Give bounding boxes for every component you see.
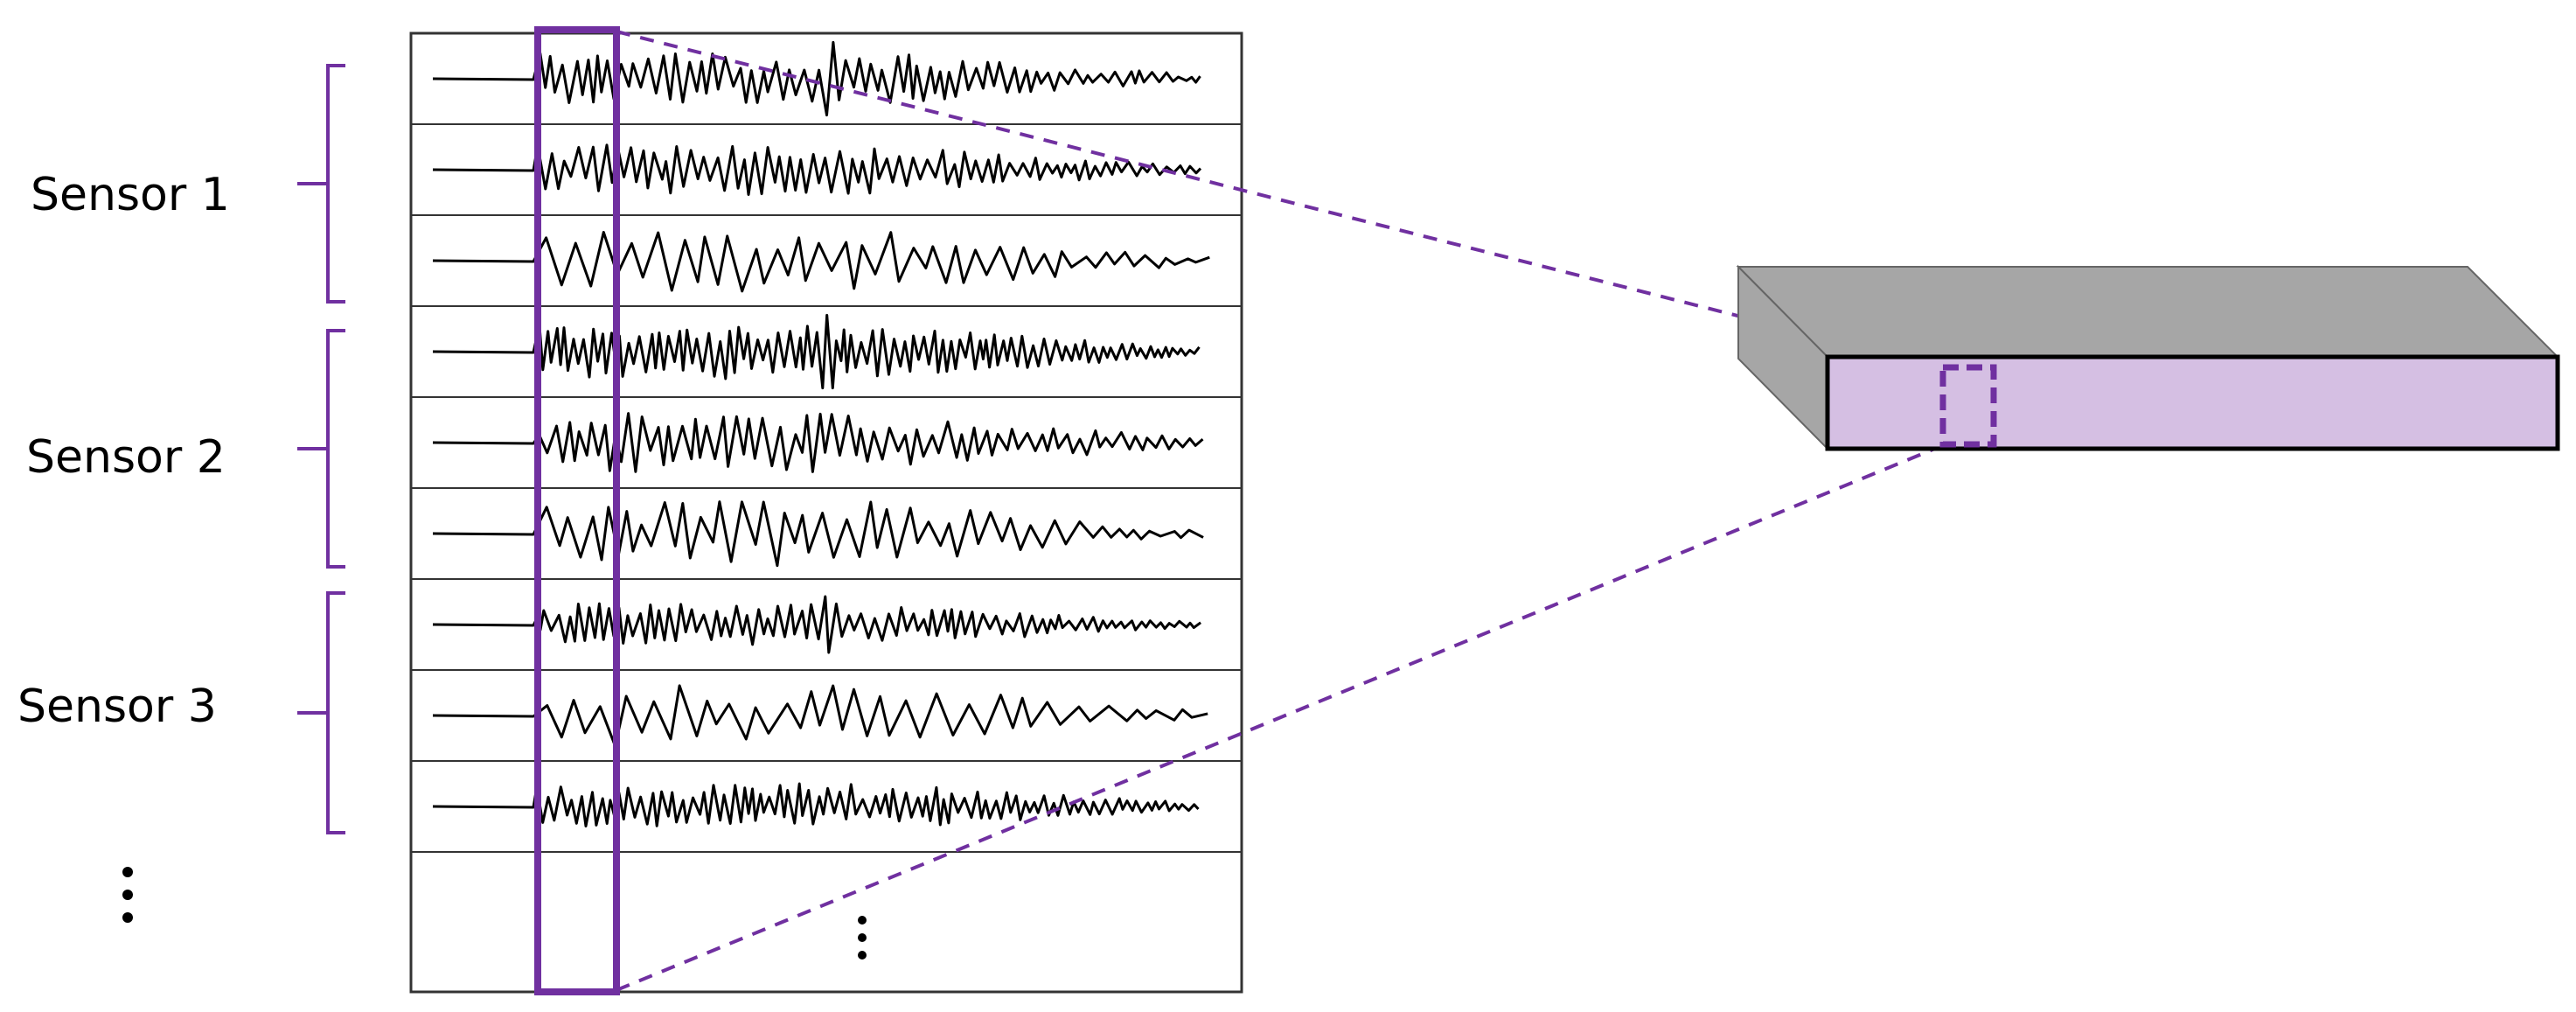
signal-trace-2: [432, 143, 1202, 196]
slab-window-marker: [1939, 364, 1997, 448]
more-sensors-ellipsis: [122, 867, 133, 923]
sensor-1-label: Sensor 1: [31, 169, 230, 221]
signal-trace-5: [432, 412, 1204, 473]
slab-top: [1736, 266, 2560, 358]
signal-traces: [432, 40, 1210, 827]
sensor-brackets: [297, 64, 345, 834]
signal-trace-8: [432, 684, 1208, 748]
sensor-2-label: Sensor 2: [26, 431, 226, 484]
signal-trace-7: [432, 595, 1201, 654]
signal-row-separators: [411, 123, 1242, 853]
projection-line-bottom: [616, 444, 1942, 992]
signal-trace-1: [432, 40, 1201, 117]
signal-trace-4: [432, 313, 1201, 390]
sensor-3-label: Sensor 3: [17, 680, 217, 733]
time-window-highlight: [534, 26, 620, 995]
sensor-2-bracket: [297, 329, 345, 569]
more-rows-ellipsis: [858, 916, 867, 960]
projection-line-top: [616, 30, 1942, 369]
signal-trace-9: [432, 782, 1200, 827]
feature-slab: [1736, 264, 2560, 451]
sensor-1-bracket: [297, 64, 345, 304]
signal-trace-6: [432, 500, 1204, 568]
slab-front-face: [1825, 354, 2560, 451]
signal-trace-3: [432, 231, 1210, 293]
sensor-3-bracket: [297, 591, 345, 834]
